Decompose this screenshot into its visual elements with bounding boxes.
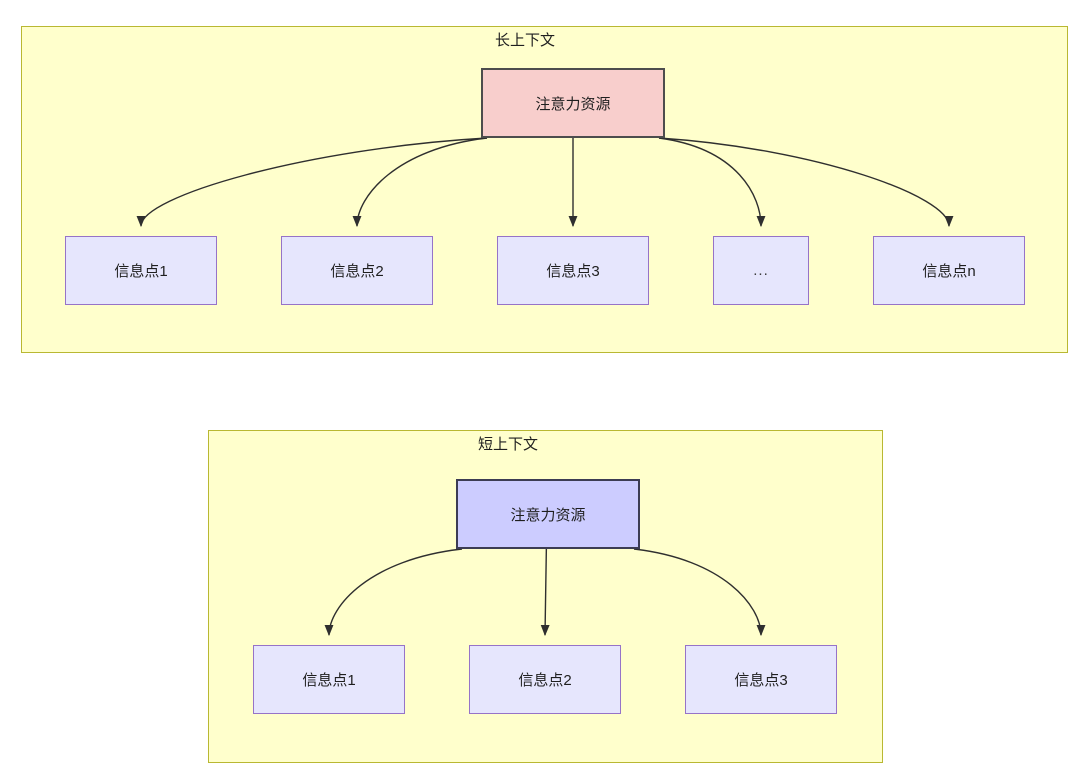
info-node[interactable]: 信息点2: [469, 645, 621, 714]
info-node[interactable]: ...: [713, 236, 809, 305]
info-node[interactable]: 信息点1: [65, 236, 217, 305]
edge-arrow: [658, 137, 954, 228]
edge-arrow: [633, 548, 766, 637]
attention-resource-node-short[interactable]: 注意力资源: [456, 479, 640, 549]
attention-resource-node-long[interactable]: 注意力资源: [481, 68, 665, 138]
info-node[interactable]: 信息点3: [685, 645, 837, 714]
edge-arrow: [658, 137, 766, 228]
info-node[interactable]: 信息点2: [281, 236, 433, 305]
info-node[interactable]: 信息点n: [873, 236, 1025, 305]
group-title-short-context: 短上下文: [477, 436, 538, 453]
info-node[interactable]: 信息点3: [497, 236, 649, 305]
edge-arrow: [136, 137, 488, 228]
group-title-long-context: 长上下文: [494, 32, 555, 49]
edge-arrow: [324, 548, 463, 637]
edges-long-context: [136, 137, 954, 228]
edge-arrow: [352, 137, 488, 228]
edge-arrow: [540, 548, 550, 637]
info-node[interactable]: 信息点1: [253, 645, 405, 714]
edges-short-context: [324, 548, 766, 637]
